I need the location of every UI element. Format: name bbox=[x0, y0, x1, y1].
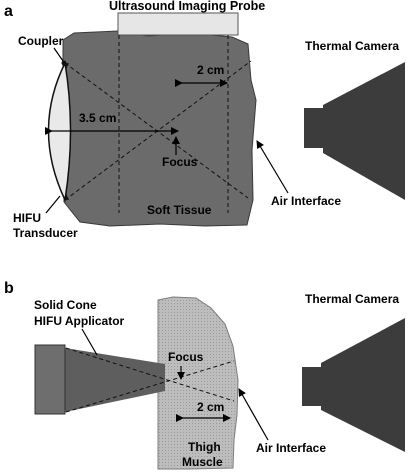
b-thermal-camera-body bbox=[321, 318, 405, 452]
transducer-label-line2: Transducer bbox=[13, 226, 78, 240]
b-camera-label: Thermal Camera bbox=[305, 292, 399, 306]
thermal-camera-lens bbox=[304, 108, 323, 148]
focus-label: Focus bbox=[162, 155, 198, 169]
muscle-label-line1: Thigh bbox=[188, 440, 221, 454]
b-beam-line-top bbox=[65, 347, 235, 402]
b-focus-label: Focus bbox=[168, 350, 204, 364]
air-interface-label: Air Interface bbox=[271, 194, 341, 208]
b-air-interface-label: Air Interface bbox=[256, 441, 326, 455]
panel-b: b Solid Cone HIFU Applicator Focus 2 cm … bbox=[4, 280, 405, 470]
coupler-dot bbox=[61, 60, 67, 66]
air-interface-arrow bbox=[256, 140, 289, 194]
probe-label: Ultrasound Imaging Probe bbox=[109, 0, 265, 13]
thigh-muscle-region bbox=[157, 296, 239, 470]
distance-2cm-label: 2 cm bbox=[197, 63, 224, 77]
tissue-label: Soft Tissue bbox=[147, 203, 212, 217]
muscle-label-line2: Muscle bbox=[182, 455, 223, 469]
camera-label: Thermal Camera bbox=[305, 39, 399, 53]
applicator-label-line1: Solid Cone bbox=[34, 298, 97, 312]
soft-tissue-region bbox=[62, 30, 257, 227]
panel-a: a Ultrasound Imaging Probe Coupler 2 cm … bbox=[4, 0, 405, 240]
panel-a-letter: a bbox=[4, 3, 13, 20]
applicator-base bbox=[34, 344, 66, 415]
ultrasound-probe bbox=[117, 12, 239, 36]
thermal-camera-body bbox=[323, 62, 405, 200]
applicator-label-line2: HIFU Applicator bbox=[34, 314, 125, 328]
coupler-label: Coupler bbox=[18, 34, 64, 48]
applicator-leader bbox=[81, 328, 98, 356]
b-distance-2cm-label: 2 cm bbox=[197, 400, 224, 414]
b-thermal-camera-lens bbox=[302, 367, 321, 406]
transducer-leader bbox=[45, 195, 61, 214]
beam-line-bottom bbox=[64, 60, 252, 201]
coupler-leader bbox=[53, 47, 64, 62]
panel-b-letter: b bbox=[4, 280, 14, 297]
distance-35cm-label: 3.5 cm bbox=[79, 111, 116, 125]
b-beam-line-bottom bbox=[65, 360, 235, 413]
cone-applicator bbox=[65, 348, 165, 412]
transducer-label-line1: HIFU bbox=[13, 211, 41, 225]
b-air-interface-arrow bbox=[238, 388, 269, 441]
